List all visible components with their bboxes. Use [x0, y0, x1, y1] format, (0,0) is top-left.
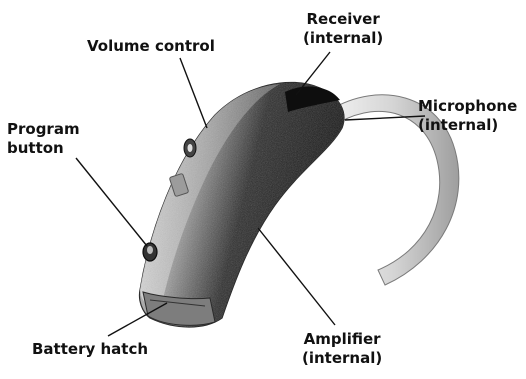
volume-control-dial — [184, 139, 196, 157]
program-button-knob — [143, 243, 157, 261]
leader-program — [76, 158, 147, 246]
leader-volume — [180, 58, 207, 128]
label-amplifier: Amplifier (internal) — [302, 330, 382, 368]
label-program-button: Program button — [7, 120, 80, 158]
label-receiver: Receiver (internal) — [303, 10, 383, 48]
label-microphone: Microphone (internal) — [418, 97, 517, 135]
label-volume-control: Volume control — [87, 37, 215, 56]
leader-amplifier — [258, 228, 335, 325]
label-battery-hatch: Battery hatch — [32, 340, 148, 359]
